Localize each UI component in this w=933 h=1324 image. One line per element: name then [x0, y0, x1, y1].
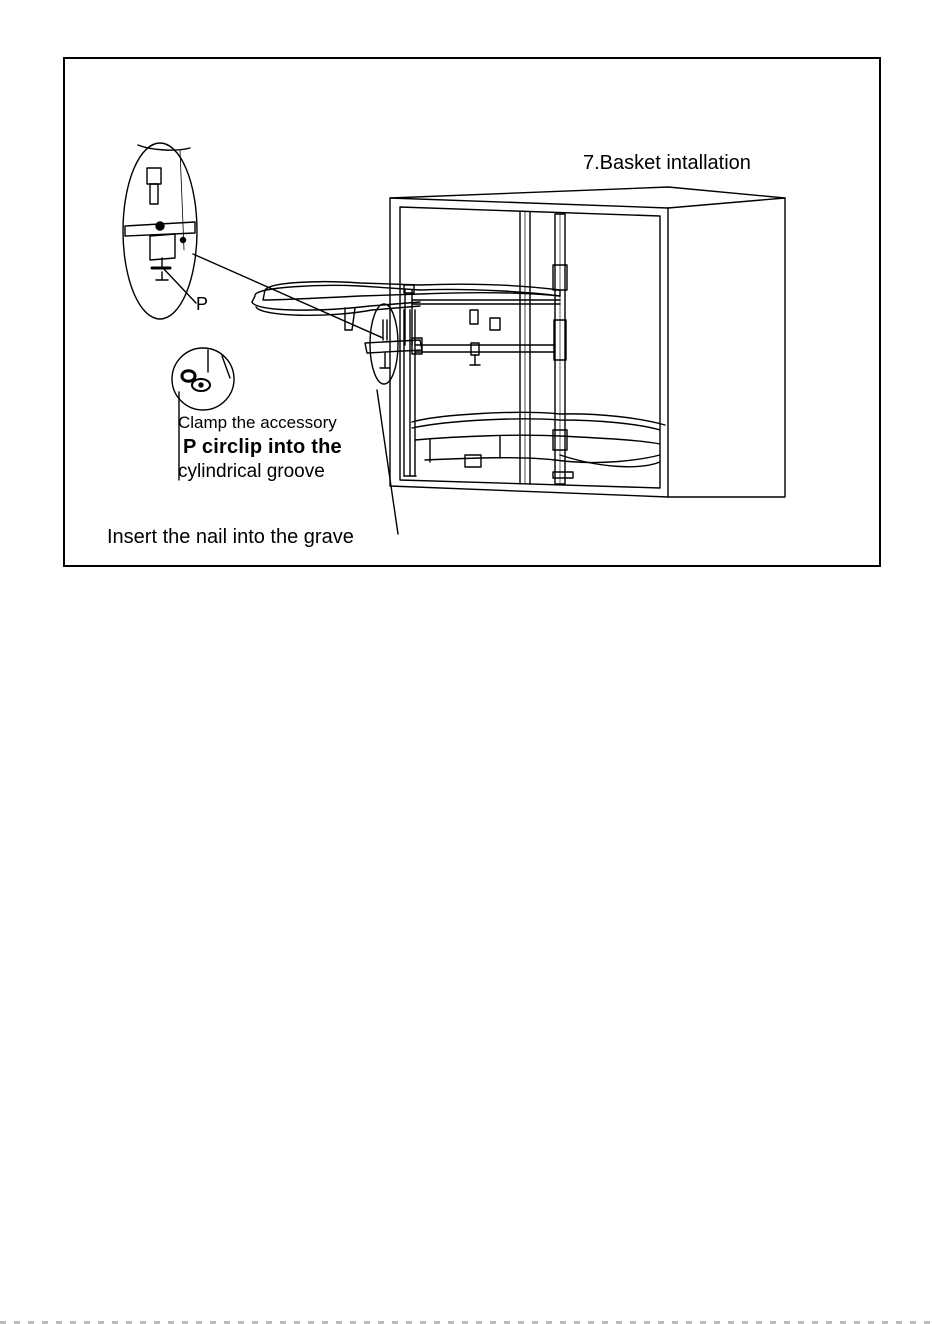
lower-basket-tray: [412, 412, 665, 478]
cabinet: [390, 187, 785, 497]
slide-rails: [365, 300, 560, 368]
center-pole: [553, 214, 567, 484]
clamp-note-line1: Clamp the accessory: [178, 413, 337, 433]
diagram-title: 7.Basket intallation: [583, 152, 751, 175]
detail-circle-bracket: [370, 304, 398, 384]
upper-basket-tray: [252, 282, 560, 345]
part-p-label: P: [196, 294, 208, 315]
side-post: [404, 310, 416, 476]
clamp-note-line3: cylindrical groove: [178, 461, 325, 483]
clamp-note-line2: P circlip into the: [183, 436, 342, 459]
insert-nail-note: Insert the nail into the grave: [107, 526, 354, 549]
